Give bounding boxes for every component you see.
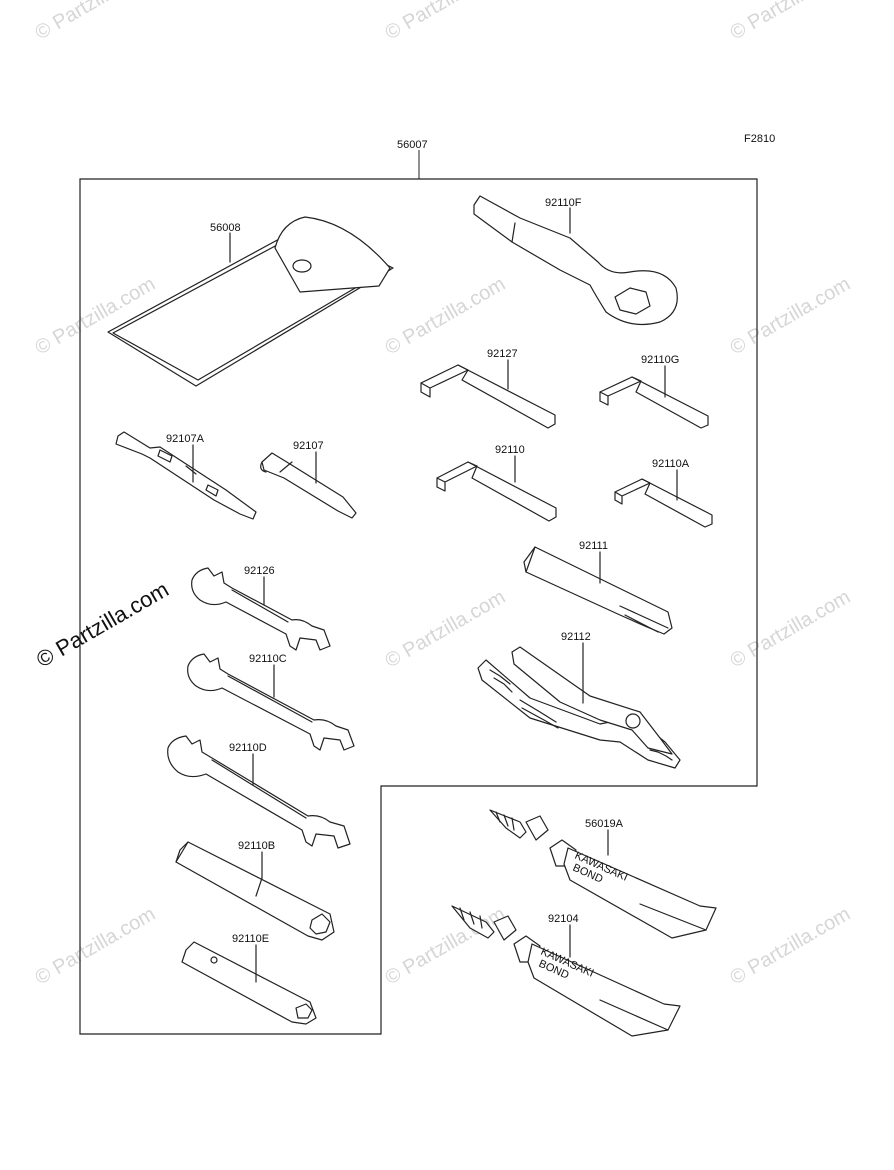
- watermark: © Partzilla.com: [32, 903, 160, 989]
- watermark: © Partzilla.com: [382, 586, 510, 672]
- part-label-56008: 56008: [210, 222, 241, 234]
- open-end-wrench: [167, 735, 351, 849]
- tool-pouch: [107, 216, 394, 387]
- open-end-wrench: [187, 653, 355, 751]
- watermark: © Partzilla.com: [727, 273, 855, 359]
- open-end-wrench: [191, 567, 331, 651]
- pliers: [477, 646, 681, 769]
- watermark: © Partzilla.com: [382, 0, 510, 44]
- hex-key: [614, 478, 713, 528]
- hex-key: [599, 376, 709, 429]
- part-label-92110G: 92110G: [641, 354, 679, 366]
- watermark: © Partzilla.com: [382, 903, 510, 989]
- part-label-92110: 92110: [495, 444, 525, 456]
- watermark-prominent: © Partzilla.com: [32, 577, 173, 673]
- part-label-56019A: 56019A: [585, 818, 624, 830]
- assembly-outline: [79, 178, 758, 1035]
- screwdriver-bit: [115, 431, 257, 520]
- figure-code: F2810: [744, 133, 775, 145]
- part-label-56007: 56007: [397, 139, 428, 151]
- bond-tube: [489, 809, 717, 939]
- box-wrench: [181, 941, 317, 1025]
- hex-key: [420, 364, 556, 429]
- hex-key: [436, 461, 557, 522]
- screwdriver-handle: [260, 452, 357, 519]
- part-label-92110D: 92110D: [229, 742, 267, 754]
- watermark: © Partzilla.com: [32, 0, 160, 44]
- part-label-92111: 92111: [579, 540, 608, 552]
- extension-bar: [523, 546, 673, 635]
- part-label-92110C: 92110C: [249, 653, 287, 665]
- ring-spanner: [473, 195, 678, 325]
- watermark: © Partzilla.com: [727, 586, 855, 672]
- watermark-layer: © Partzilla.com © Partzilla.com © Partzi…: [32, 0, 855, 989]
- watermark: © Partzilla.com: [382, 273, 510, 359]
- watermark: © Partzilla.com: [727, 0, 855, 44]
- box-wrench: [175, 841, 335, 941]
- part-label-92112: 92112: [561, 631, 591, 643]
- part-label-92127: 92127: [487, 348, 518, 360]
- bond-tube: [451, 905, 681, 1037]
- part-label-92110E: 92110E: [232, 933, 269, 945]
- part-label-92126: 92126: [244, 565, 275, 577]
- part-label-92104: 92104: [548, 913, 579, 925]
- part-label-92110B: 92110B: [238, 840, 275, 852]
- watermark: © Partzilla.com: [727, 903, 855, 989]
- part-label-92107: 92107: [293, 440, 324, 452]
- part-label-92110F: 92110F: [545, 197, 582, 209]
- part-label-92110A: 92110A: [652, 458, 690, 470]
- part-label-92107A: 92107A: [166, 433, 205, 445]
